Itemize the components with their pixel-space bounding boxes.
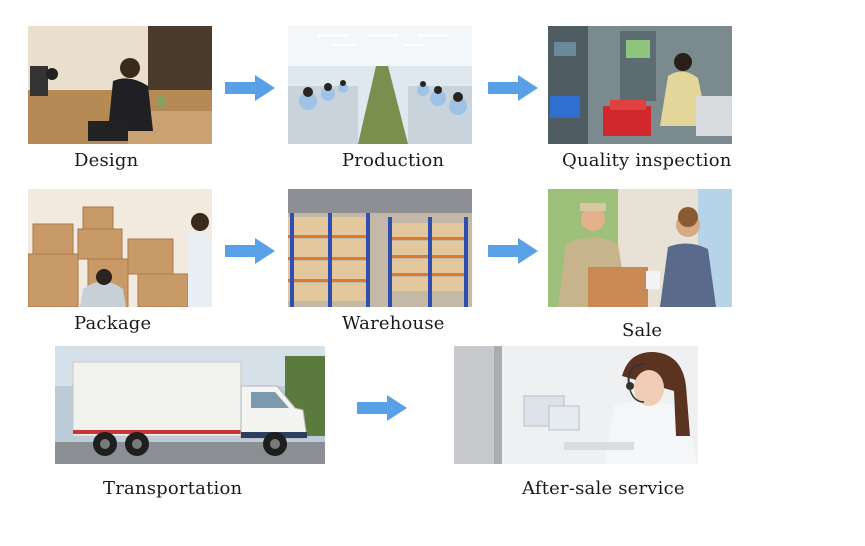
step-label-production: Production (342, 150, 445, 171)
quality-inspection-photo (548, 26, 732, 144)
step-label-warehouse: Warehouse (342, 313, 445, 334)
right-arrow-icon (357, 395, 407, 421)
sale-photo (548, 189, 732, 307)
right-arrow-icon (488, 75, 538, 101)
step-label-quality-inspection: Quality inspection (562, 150, 732, 171)
after-sale-service-photo (454, 346, 698, 464)
step-label-sale: Sale (622, 320, 663, 341)
step-label-design: Design (74, 150, 139, 171)
warehouse-photo (288, 189, 472, 307)
right-arrow-icon (225, 75, 275, 101)
right-arrow-icon (225, 238, 275, 264)
step-label-package: Package (74, 313, 152, 334)
step-label-after-sale-service: After-sale service (522, 478, 685, 499)
package-photo (28, 189, 212, 307)
production-photo (288, 26, 472, 144)
design-photo (28, 26, 212, 144)
transportation-photo (55, 346, 325, 464)
step-label-transportation: Transportation (103, 478, 243, 499)
right-arrow-icon (488, 238, 538, 264)
